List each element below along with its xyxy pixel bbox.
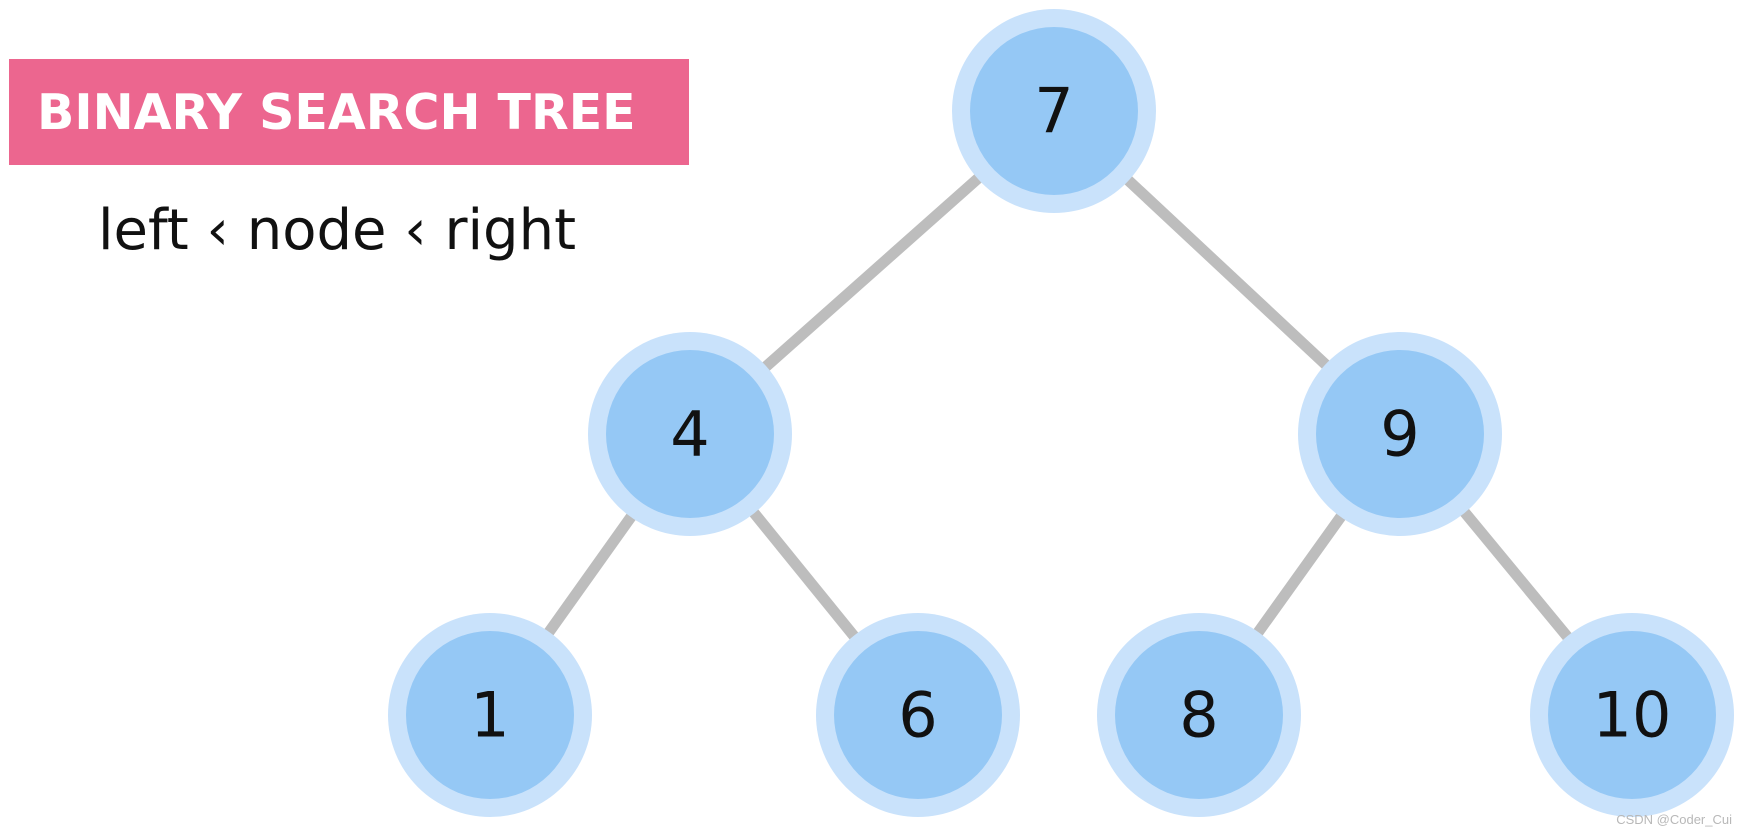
tree-node-6: 6 <box>816 613 1020 817</box>
node-label: 1 <box>470 679 509 752</box>
node-label: 10 <box>1593 679 1672 752</box>
bst-rule-text: left ‹ node ‹ right <box>98 198 577 263</box>
tree-node-8: 8 <box>1097 613 1301 817</box>
node-circle <box>406 631 574 799</box>
node-circle <box>970 27 1138 195</box>
watermark: CSDN @Coder_Cui <box>1616 812 1732 827</box>
node-circle <box>606 350 774 518</box>
node-circle <box>834 631 1002 799</box>
tree-node-10: 10 <box>1530 613 1734 817</box>
tree-node-7: 7 <box>952 9 1156 213</box>
node-label: 8 <box>1179 679 1218 752</box>
node-label: 4 <box>670 398 709 471</box>
node-circle <box>1548 631 1716 799</box>
tree-nodes: 7 4 9 1 6 8 10 <box>388 9 1734 817</box>
node-label: 7 <box>1034 75 1073 148</box>
tree-node-4: 4 <box>588 332 792 536</box>
page-title: BINARY SEARCH TREE <box>37 83 636 141</box>
node-circle <box>1316 350 1484 518</box>
node-label: 9 <box>1380 398 1419 471</box>
tree-node-9: 9 <box>1298 332 1502 536</box>
node-circle <box>1115 631 1283 799</box>
node-label: 6 <box>898 679 937 752</box>
tree-node-1: 1 <box>388 613 592 817</box>
title-banner: BINARY SEARCH TREE <box>9 59 689 165</box>
